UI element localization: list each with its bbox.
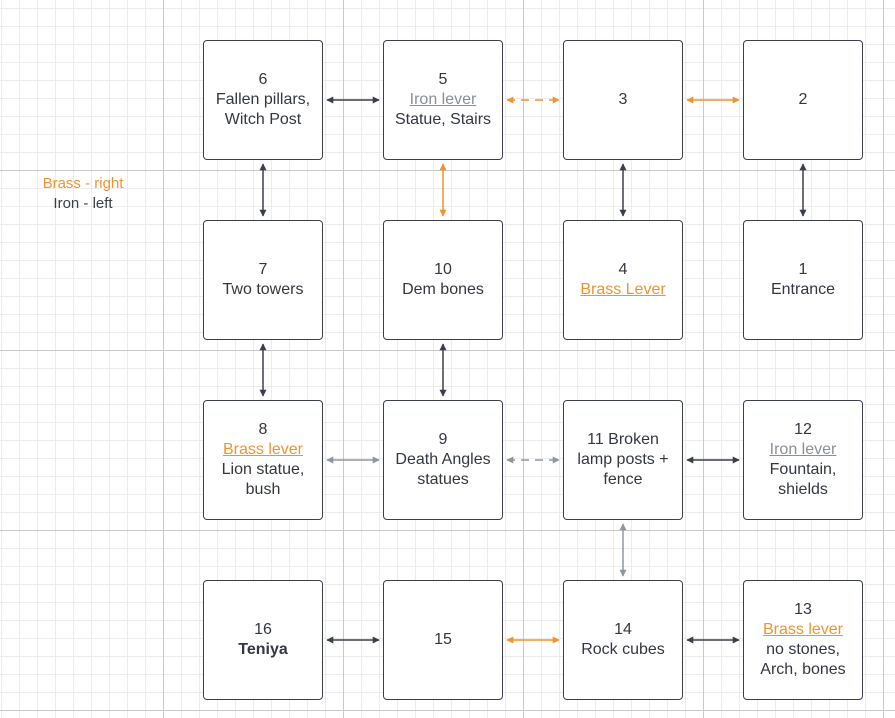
room-label: 16 bbox=[254, 621, 272, 638]
room-label: Dem bones bbox=[402, 281, 484, 298]
iron-lever-label: Iron lever bbox=[769, 441, 837, 458]
room-label: Teniya bbox=[238, 641, 288, 658]
room-label: bush bbox=[245, 481, 281, 498]
brass-lever-label: Brass Lever bbox=[580, 281, 666, 298]
room-label: 7 bbox=[258, 261, 268, 278]
room-label: lamp posts + bbox=[577, 451, 669, 468]
room-label: 3 bbox=[618, 91, 628, 108]
room-label: Entrance bbox=[770, 281, 836, 298]
room-label: Two towers bbox=[222, 281, 304, 298]
legend: Brass - right Iron - left bbox=[18, 174, 148, 214]
room-label: 12 bbox=[794, 421, 812, 438]
room-label: 10 bbox=[434, 261, 452, 278]
room-2[interactable]: 2 bbox=[743, 40, 863, 160]
room-label: Rock cubes bbox=[581, 641, 665, 658]
room-label: 11 Broken bbox=[587, 431, 659, 448]
room-11[interactable]: 11 Broken lamp posts + fence bbox=[563, 400, 683, 520]
room-label: Witch Post bbox=[224, 111, 302, 128]
room-label: 2 bbox=[798, 91, 808, 108]
room-label: Arch, bones bbox=[760, 661, 846, 678]
brass-lever-label: Brass lever bbox=[222, 441, 304, 458]
room-label: Fountain, bbox=[769, 461, 837, 478]
room-label: no stones, bbox=[766, 641, 840, 658]
room-label: Death Angles bbox=[395, 451, 491, 468]
legend-brass: Brass - right bbox=[42, 175, 124, 192]
room-label: 1 bbox=[798, 261, 808, 278]
iron-lever-label: Iron lever bbox=[409, 91, 477, 108]
room-label: 15 bbox=[434, 631, 452, 648]
room-label: 4 bbox=[618, 261, 628, 278]
room-label: 14 bbox=[614, 621, 632, 638]
room-3[interactable]: 3 bbox=[563, 40, 683, 160]
room-label: 13 bbox=[794, 601, 812, 618]
legend-iron: Iron - left bbox=[53, 195, 113, 212]
room-label: 5 bbox=[438, 71, 448, 88]
room-label: Fallen pillars, bbox=[215, 91, 311, 108]
room-label: Statue, Stairs bbox=[394, 111, 492, 128]
room-label: shields bbox=[778, 481, 828, 498]
room-label: 8 bbox=[258, 421, 268, 438]
room-label: statues bbox=[417, 471, 469, 488]
room-label: 6 bbox=[258, 71, 268, 88]
room-label: 9 bbox=[438, 431, 448, 448]
brass-lever-label: Brass lever bbox=[762, 621, 844, 638]
room-label: Lion statue, bbox=[221, 461, 305, 478]
room-label: fence bbox=[603, 471, 643, 488]
room-15[interactable]: 15 bbox=[383, 580, 503, 700]
